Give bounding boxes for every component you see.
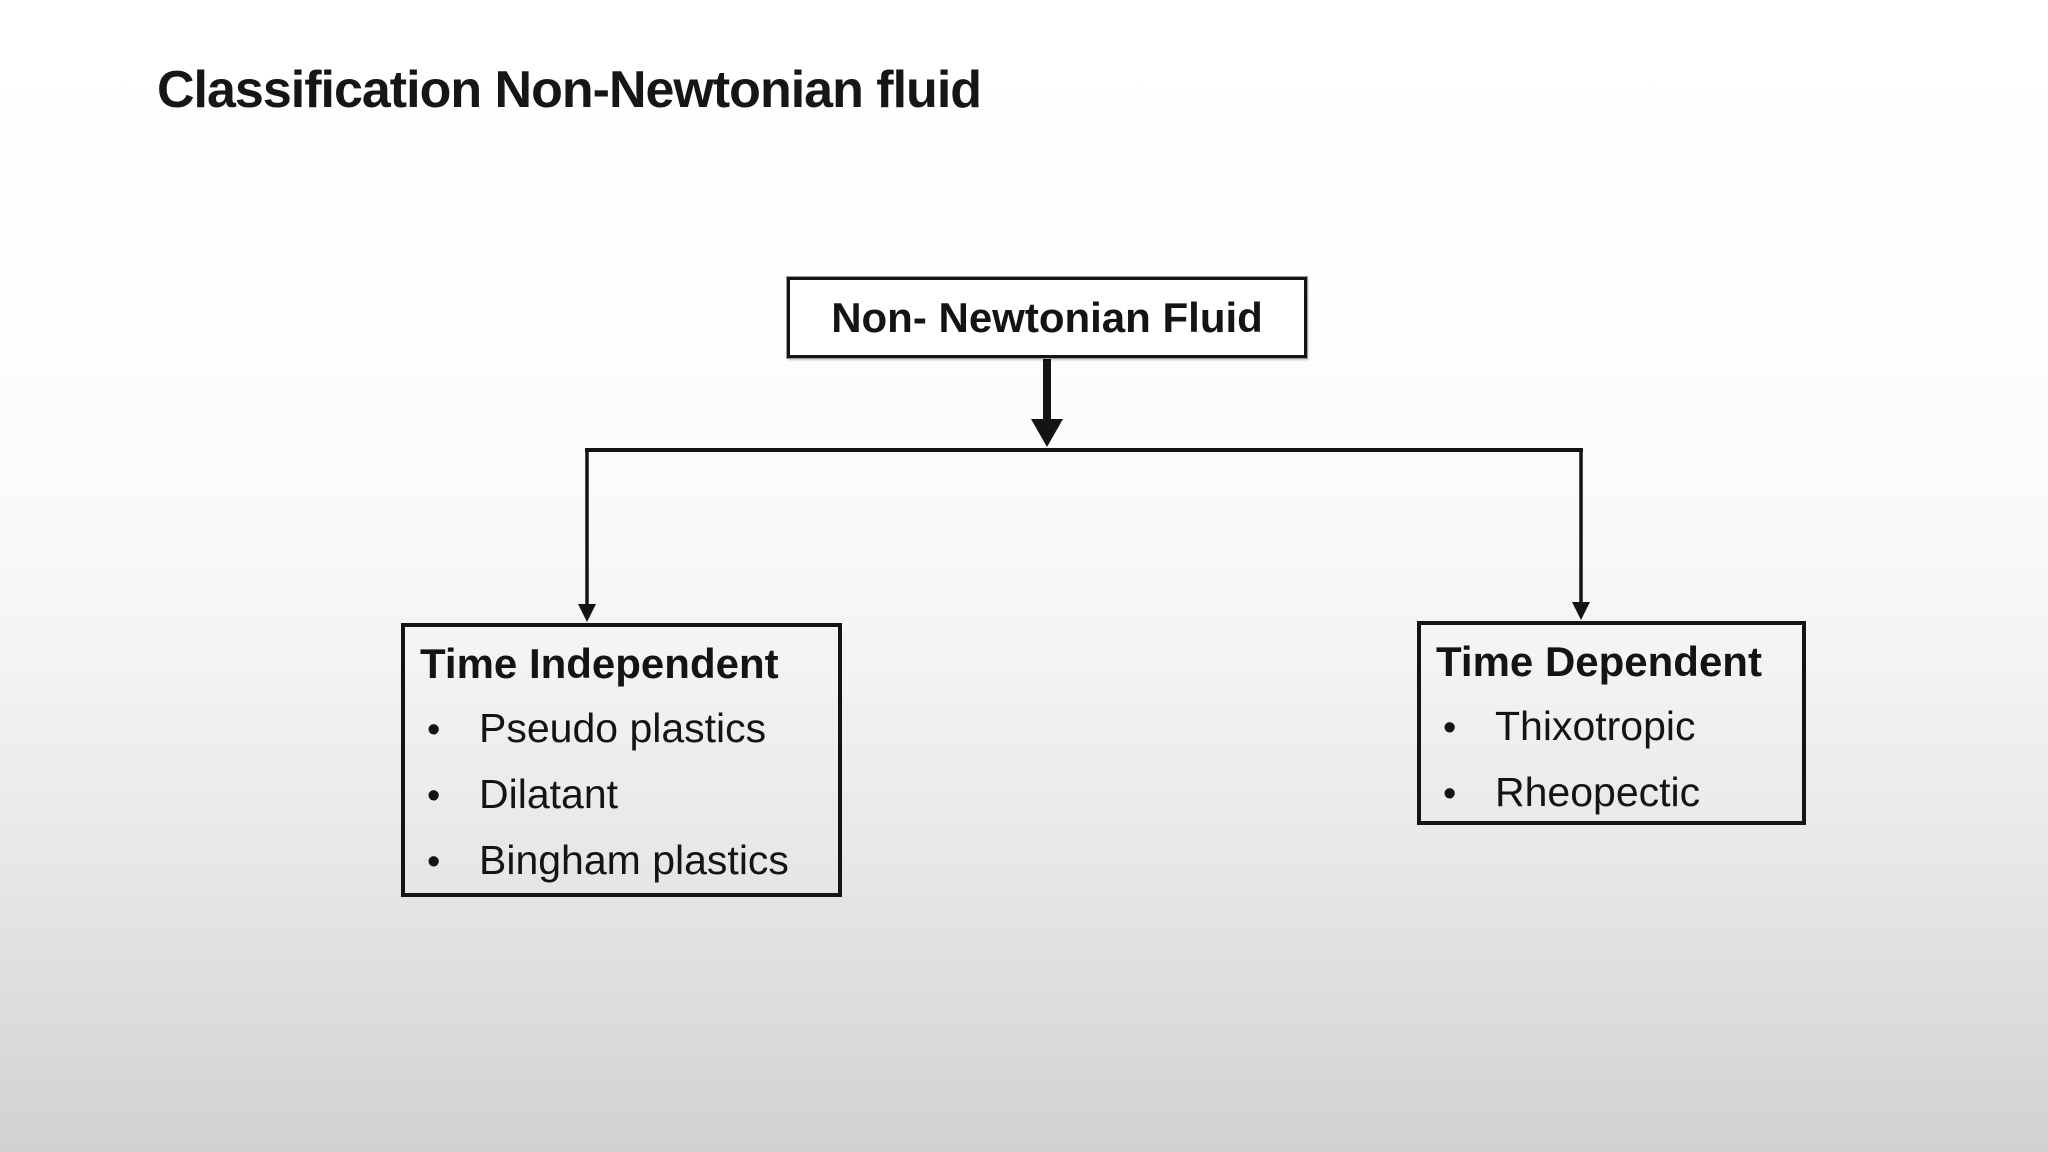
list-item-label: Rheopectic xyxy=(1495,769,1701,815)
branch-node-time-independent: Time Independent • Pseudo plastics • Dil… xyxy=(401,623,842,897)
list-item-label: Thixotropic xyxy=(1495,703,1696,749)
list-item: • Pseudo plastics xyxy=(405,696,838,762)
branch-heading: Time Dependent xyxy=(1436,638,1762,685)
list-item-label: Bingham plastics xyxy=(479,837,789,883)
bullet-icon: • xyxy=(1443,773,1457,815)
slide-title: Classification Non-Newtonian fluid xyxy=(157,61,982,119)
root-node-non-newtonian-fluid: Non- Newtonian Fluid xyxy=(787,277,1307,358)
list-item: • Rheopectic xyxy=(1421,760,1802,826)
bullet-icon: • xyxy=(427,709,441,751)
list-item-label: Pseudo plastics xyxy=(479,705,767,751)
bullet-icon: • xyxy=(427,775,441,817)
bullet-icon: • xyxy=(1443,707,1457,749)
list-item-label: Dilatant xyxy=(479,771,619,817)
left-branch-arrow xyxy=(578,450,596,622)
root-arrow xyxy=(1031,358,1063,447)
list-item: • Bingham plastics xyxy=(405,828,838,894)
root-node-label: Non- Newtonian Fluid xyxy=(831,293,1263,341)
right-branch-arrow xyxy=(1572,450,1590,620)
branch-node-time-dependent: Time Dependent • Thixotropic • Rheopecti… xyxy=(1417,621,1806,825)
bullet-icon: • xyxy=(427,841,441,883)
list-item: • Dilatant xyxy=(405,762,838,828)
list-item: • Thixotropic xyxy=(1421,694,1802,760)
branch-heading: Time Independent xyxy=(420,640,779,687)
